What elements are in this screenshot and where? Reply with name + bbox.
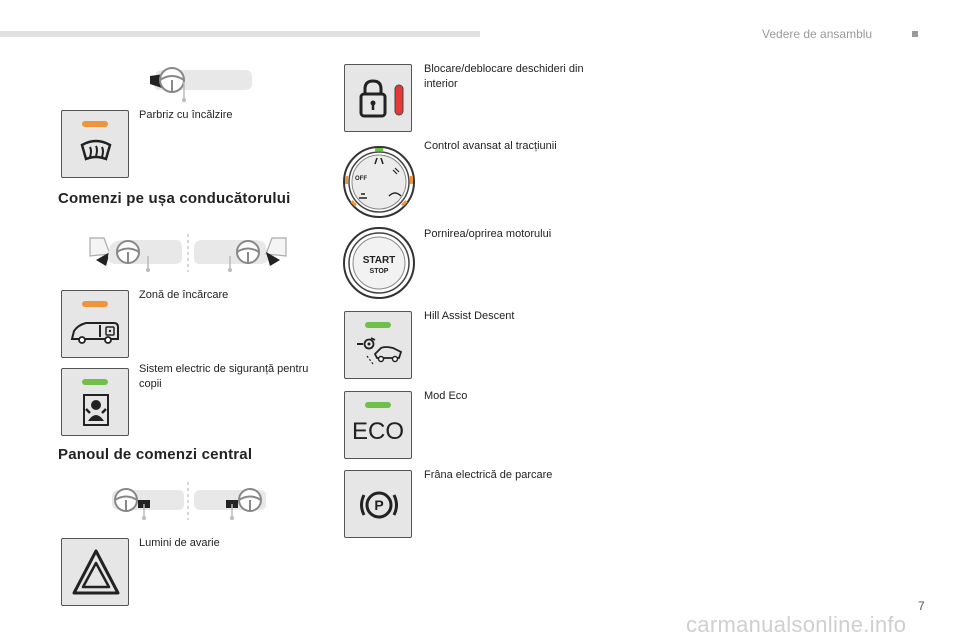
section-title-center-panel: Panoul de comenzi central — [58, 446, 253, 463]
start-text: START — [363, 255, 396, 266]
child-safety-button[interactable] — [61, 368, 129, 436]
page-number: 7 — [918, 599, 925, 613]
center-panel-location-icon — [112, 482, 266, 520]
watermark: carmanualsonline.info — [686, 612, 907, 637]
door-location-icon — [89, 234, 287, 272]
hill-descent-icon — [357, 337, 403, 365]
hill-descent-button[interactable] — [344, 311, 412, 379]
dashboard-location-icon — [150, 67, 252, 102]
header-marker — [912, 31, 918, 37]
eco-icon-text: ECO — [351, 418, 404, 445]
indicator-light — [82, 301, 108, 307]
hazard-lights-label: Lumini de avarie — [139, 537, 220, 549]
central-locking-label: Blocare/deblocare deschideri din interio… — [424, 63, 584, 90]
traction-control-label: Control avansat al tracțiunii — [424, 140, 557, 152]
stop-text: STOP — [370, 268, 389, 275]
start-stop-button-icon[interactable]: START STOP — [341, 225, 417, 301]
indicator-light — [365, 322, 391, 328]
child-safety-label: Sistem electric de siguranță pentru copi… — [139, 363, 309, 390]
child-lock-icon — [83, 394, 109, 426]
parking-brake-button[interactable]: P — [344, 470, 412, 538]
loading-zone-button[interactable] — [61, 290, 129, 358]
indicator-light — [365, 402, 391, 408]
van-lock-icon — [70, 322, 119, 344]
indicator-light — [82, 121, 108, 127]
heated-windscreen-button[interactable] — [61, 110, 129, 178]
central-locking-button[interactable] — [344, 64, 412, 132]
traction-dial-icon[interactable]: OFF — [341, 144, 417, 220]
heated-windscreen-label: Parbriz cu încălzire — [139, 109, 233, 121]
eco-mode-label: Mod Eco — [424, 390, 468, 402]
svg-text:P: P — [374, 497, 383, 513]
hill-descent-label: Hill Assist Descent — [424, 310, 515, 322]
parking-brake-icon: P — [360, 491, 398, 519]
indicator-light — [82, 379, 108, 385]
eco-mode-button[interactable]: ECO — [344, 391, 412, 459]
hazard-triangle-icon — [72, 549, 120, 595]
header-bar — [0, 31, 480, 37]
section-title-driver-door: Comenzi pe ușa conducătorului — [58, 190, 291, 207]
hazard-lights-button[interactable] — [61, 538, 129, 606]
page-header-title: Vedere de ansamblu — [762, 27, 873, 41]
traction-off-text: OFF — [355, 176, 367, 182]
heated-windscreen-icon — [80, 139, 112, 161]
padlock-icon — [359, 79, 404, 118]
parking-brake-label: Frâna electrică de parcare — [424, 469, 553, 481]
loading-zone-label: Zonă de încărcare — [139, 289, 229, 301]
start-stop-label: Pornirea/oprirea motorului — [424, 228, 552, 240]
